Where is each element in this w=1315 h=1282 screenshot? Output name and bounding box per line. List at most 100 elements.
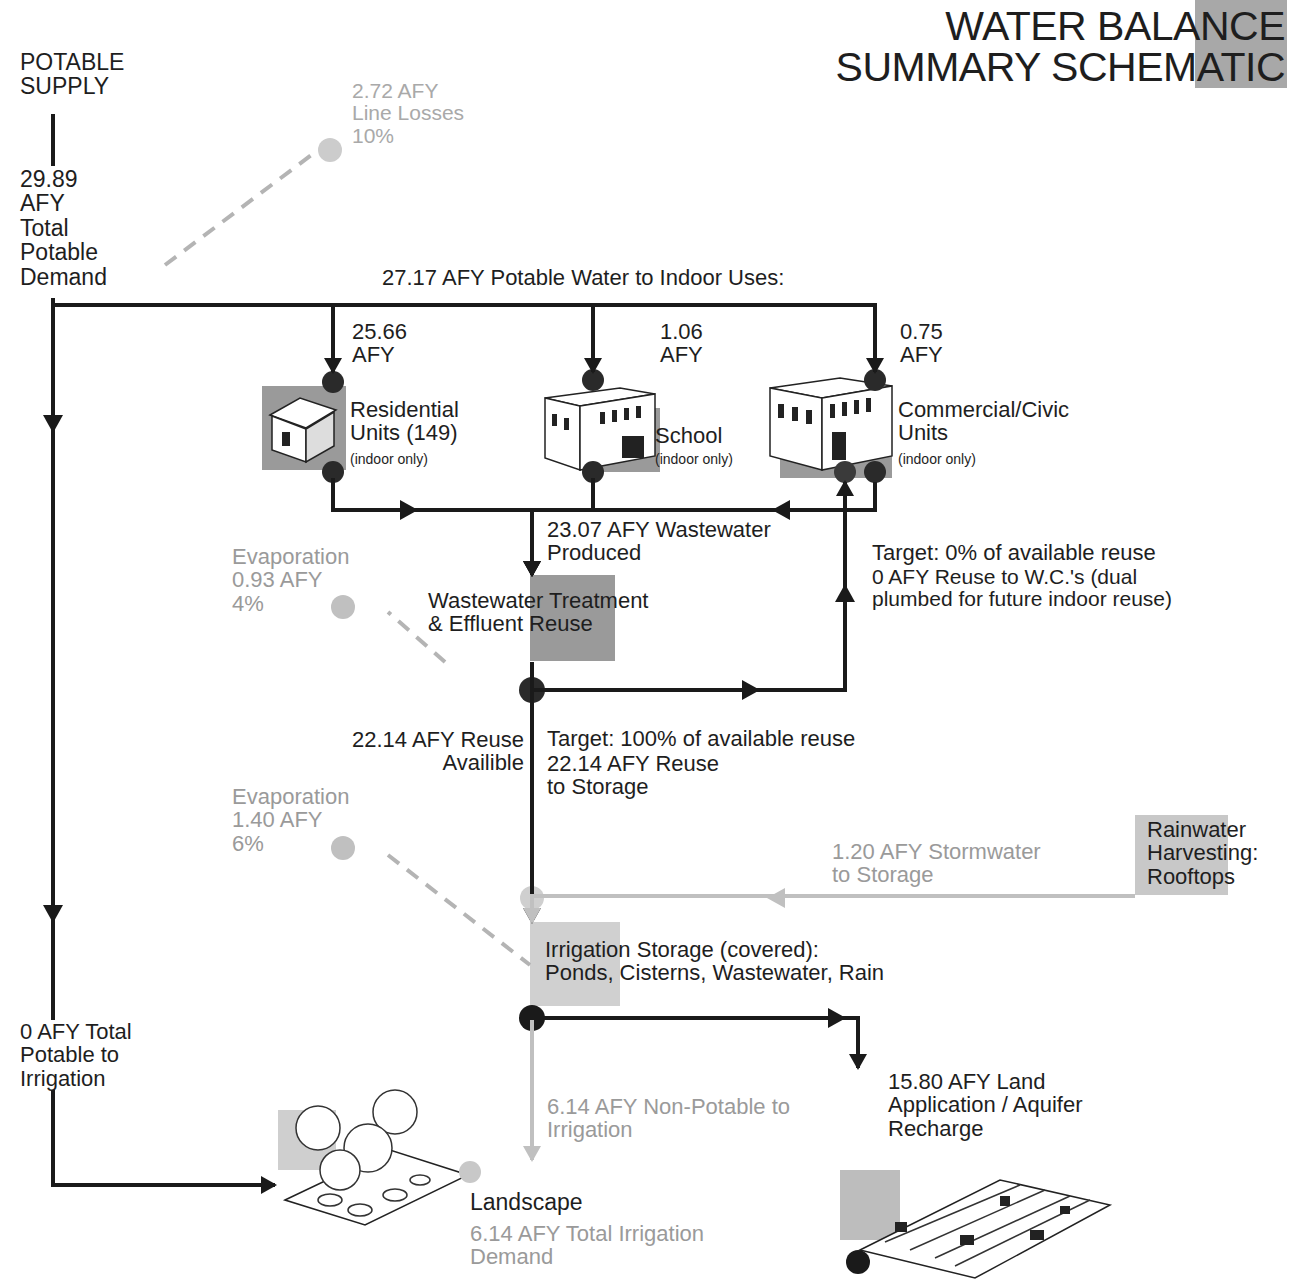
decor-rect [600,412,605,424]
edge-label: 0 AFY Reuse to W.C.'s (dual plumbed for … [870,566,1174,611]
decor-polygon [860,1180,1110,1278]
edge-label: 1.20 AFY Stormwater to Storage [830,840,1066,887]
recharge-node: 15.80 AFY Land Application / Aquifer Rec… [840,1068,1115,1168]
decor-polygon [822,386,892,470]
decor-g [885,1185,1090,1266]
landscape-node: Landscape6.14 AFY Total Irrigation Deman… [275,1160,775,1272]
node-text: Rainwater Harvesting: Rooftops [1147,818,1282,888]
evaporation-node: Evaporation 0.93 AFY 4% [228,543,388,618]
decor-circle [459,1161,481,1183]
flow-label: 22.14 AFY Reuse Availible [320,728,526,775]
node-text: Landscape [470,1190,770,1214]
junction-dots [318,138,886,1274]
decor-line [885,1185,1020,1242]
decor-rect [1030,1230,1044,1240]
harvest-box: Rainwater Harvesting: Rooftops [1135,815,1285,898]
node-text: 15.80 AFY Land Application / Aquifer Rec… [888,1070,1113,1140]
supply-stub [53,114,54,166]
node-text: Irrigation Storage (covered): Ponds, Cis… [545,938,889,985]
decor-rect [262,386,346,470]
school-icon [545,388,660,472]
decor-circle [864,461,886,483]
decor-g [778,398,871,460]
flow-arrowheads [43,415,855,1028]
node-grounds [530,575,1228,1006]
decor-rect [895,1222,907,1232]
node-text: Commercial/Civic Units [898,398,1083,445]
decor-circle [846,1250,870,1274]
decor-line [935,1196,1070,1258]
loss-connector [165,150,318,265]
supply-node: POTABLE SUPPLY 29.89 AFY Total Potable De… [15,48,165,298]
decor-ellipse [348,1204,372,1216]
decor-ellipse [383,1189,407,1201]
decor-line [955,1200,1090,1266]
land-application-illustration [840,1170,1110,1278]
flow-connector [333,478,532,575]
node-text: 29.89 AFY Total Potable Demand [20,167,115,289]
flow-connector [530,662,534,922]
edge-label: 0.75 AFY [898,320,977,367]
edge-label: 22.14 AFY Reuse to Storage [545,752,727,799]
decor-rect [842,402,847,416]
node-text: (indoor only) [350,452,495,467]
decor-rect [778,404,784,418]
decor-polygon [580,394,655,470]
flow-connector [532,482,875,575]
building-node: Residential Units (149)(indoor only) [262,372,497,478]
loss-node: 2.72 AFY Line Losses 10% [318,78,513,178]
decor-line [51,114,55,166]
edge-label: 6.14 AFY Non-Potable to Irrigation [545,1095,794,1142]
node-text: (indoor only) [898,452,1048,467]
decor-polygon [306,412,334,462]
node-text: POTABLE SUPPLY [20,50,160,99]
flow-connector [532,1007,858,1068]
decor-rect [832,432,846,460]
edge-label: 0 AFY Total Potable to Irrigation [18,1020,147,1090]
decor-circle [318,138,342,162]
decor-g [296,1090,430,1216]
decor-rect [806,410,812,424]
decor-circle [582,369,604,391]
node-text: School [655,424,775,447]
flow-connector [532,482,845,690]
decor-g [895,1196,1070,1245]
node-text: Evaporation 0.93 AFY 4% [232,545,356,615]
decor-rect [792,407,798,421]
decor-rect [612,410,617,422]
building-node: School (indoor only) [540,372,780,478]
flow-connector [532,896,1135,922]
decor-circle [864,369,886,391]
flow-label: Target: 100% of available reuse [545,727,969,750]
decor-circle [331,595,355,619]
decor-ellipse [410,1175,430,1185]
node-text: 2.72 AFY Line Losses 10% [352,80,472,147]
edge-label: 25.66 AFY [350,320,434,367]
decor-rect [282,432,290,446]
decor-rect [636,406,641,418]
treatment-box: Wastewater Treatment & Effluent Reuse [425,575,735,662]
decor-rect [552,414,557,426]
node-text: Evaporation 1.40 AFY 6% [232,785,356,855]
decor-polygon [545,398,580,470]
decor-line [910,1190,1045,1250]
flow-connector [53,298,875,372]
decor-circle [320,1150,360,1190]
decor-rect [564,418,569,430]
decor-rect [622,436,644,458]
decor-rect [854,400,859,414]
node-text: (indoor only) [655,452,775,467]
edge-label: 1.06 AFY [658,320,737,367]
building-node: Commercial/Civic Units (indoor only) [768,372,1088,482]
flow-connector [530,1007,534,1160]
node-text: Wastewater Treatment & Effluent Reuse [428,589,663,636]
landscape-illustration [278,1090,468,1225]
decor-rect [624,408,629,420]
decor-rect [840,1170,900,1240]
decor-rect [830,404,835,418]
flow-label: 27.17 AFY Potable Water to Indoor Uses: [380,266,944,289]
decor-circle [331,836,355,860]
